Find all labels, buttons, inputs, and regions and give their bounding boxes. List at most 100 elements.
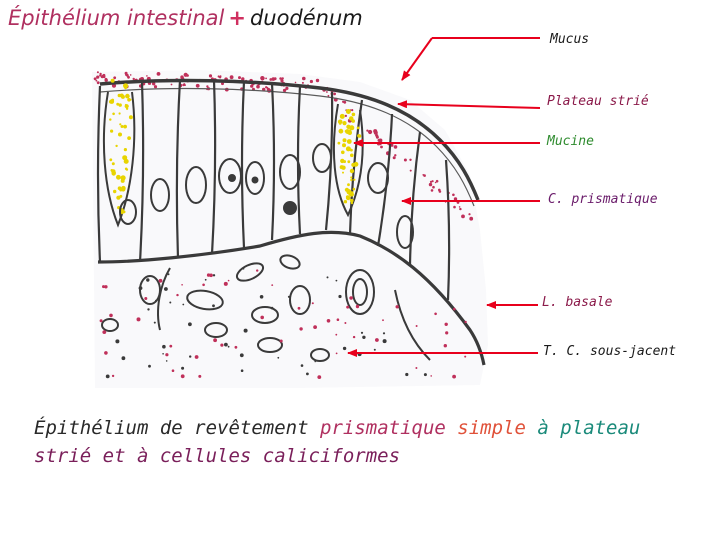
mucus-dot <box>403 158 407 162</box>
connective-dot <box>445 331 449 335</box>
mucus-dot <box>183 72 188 77</box>
caption-segment-3: à plateau <box>537 417 641 439</box>
connective-dot <box>180 374 185 379</box>
mucus-dot <box>250 84 254 88</box>
mucus-dot <box>468 213 471 216</box>
mucus-dot <box>333 92 336 96</box>
connective-dot <box>165 353 169 357</box>
mucus-dot <box>273 77 277 81</box>
mucine-granule <box>120 125 124 128</box>
connective-dot <box>194 355 199 359</box>
mucus-dot <box>152 82 156 86</box>
mucine-granule <box>342 121 347 126</box>
mucine-granule <box>112 112 115 116</box>
mucine-granule <box>345 195 350 199</box>
mucus-dot <box>344 114 347 117</box>
mucine-granule <box>110 99 114 103</box>
connective-dot <box>176 293 179 297</box>
connective-dot <box>162 353 164 355</box>
mucine-granule <box>116 102 120 106</box>
connective-dot <box>243 328 248 333</box>
mucine-granule <box>120 175 126 181</box>
label-prismatique: C. prismatique <box>548 192 658 207</box>
mucus-dot <box>453 197 458 201</box>
connective-dot <box>138 286 143 290</box>
mucus-dot <box>104 78 108 82</box>
connective-dot <box>136 317 141 322</box>
connective-dot <box>146 278 150 282</box>
connective-dot <box>271 284 274 286</box>
mucus-dot <box>129 74 132 76</box>
mucus-dot <box>301 81 304 84</box>
connective-dot <box>415 367 418 369</box>
mucine-granule <box>110 169 114 172</box>
connective-dot <box>223 281 228 286</box>
mucus-dot <box>182 83 185 87</box>
mucine-granule <box>128 115 133 120</box>
connective-dot <box>169 301 172 304</box>
connective-dot <box>212 274 216 277</box>
mucine-granule <box>341 150 345 155</box>
connective-dot <box>362 335 366 339</box>
connective-dot <box>144 297 148 300</box>
arrow-plateau <box>397 100 541 109</box>
mucus-dot <box>459 207 462 211</box>
connective-dot <box>452 374 456 379</box>
mucus-dot <box>380 145 383 149</box>
mucine-granule <box>350 201 354 205</box>
mucine-granule <box>342 143 346 148</box>
connective-dot <box>158 278 163 283</box>
mucine-granule <box>124 167 128 171</box>
mucine-granule <box>123 124 127 129</box>
connective-dot <box>423 373 427 377</box>
mucus-dot <box>453 205 456 209</box>
mucine-granules <box>109 78 362 215</box>
annotation-arrows <box>347 37 541 357</box>
cell-membrane <box>96 85 102 263</box>
connective-dot <box>104 351 108 355</box>
connective-dot <box>344 322 347 324</box>
mucus-dot <box>409 169 412 172</box>
mucine-granule <box>121 185 126 191</box>
connective-dot <box>326 276 329 279</box>
mucine-granule <box>122 155 128 161</box>
connective-dot <box>153 321 156 324</box>
mucine-granule <box>117 186 122 191</box>
mucine-granule <box>111 171 116 176</box>
mucus-dot <box>127 75 130 79</box>
mucus-dot <box>218 76 222 79</box>
mucine-granule <box>352 187 356 191</box>
mucus-dot <box>125 73 127 76</box>
tissue <box>92 70 488 388</box>
mucine-granule <box>124 86 127 90</box>
mucine-granule <box>351 112 356 117</box>
label-basale: L. basale <box>542 295 613 310</box>
connective-dot <box>382 319 384 322</box>
title-part-duodenum: duodénum <box>249 6 363 30</box>
connective-dot <box>209 273 213 278</box>
mucus-dot <box>170 83 173 86</box>
mucus-dot <box>438 190 442 193</box>
connective-dot <box>375 338 379 342</box>
connective-dot <box>314 360 317 363</box>
connective-dot <box>313 325 317 329</box>
connective-dot <box>297 306 301 310</box>
title-part-epithelium: Épithélium intestinal <box>8 6 225 30</box>
mucus-dot <box>431 180 434 183</box>
connective-dot <box>162 344 166 349</box>
connective-dot <box>317 375 322 379</box>
mucus-dot <box>326 91 328 93</box>
mucus-dot <box>208 74 213 78</box>
connective-dot <box>171 369 175 373</box>
mucine-granule <box>128 136 131 140</box>
mucus-dot <box>195 83 200 88</box>
connective-dot <box>287 295 291 298</box>
mucine-granule <box>351 119 356 123</box>
connective-dot <box>227 345 230 348</box>
mucine-granule <box>346 129 352 135</box>
mucus-dot <box>153 85 158 89</box>
mucine-granule <box>349 192 354 197</box>
mucus-dot <box>368 129 373 135</box>
mucus-dot <box>351 109 354 112</box>
mucine-granule <box>350 176 353 179</box>
